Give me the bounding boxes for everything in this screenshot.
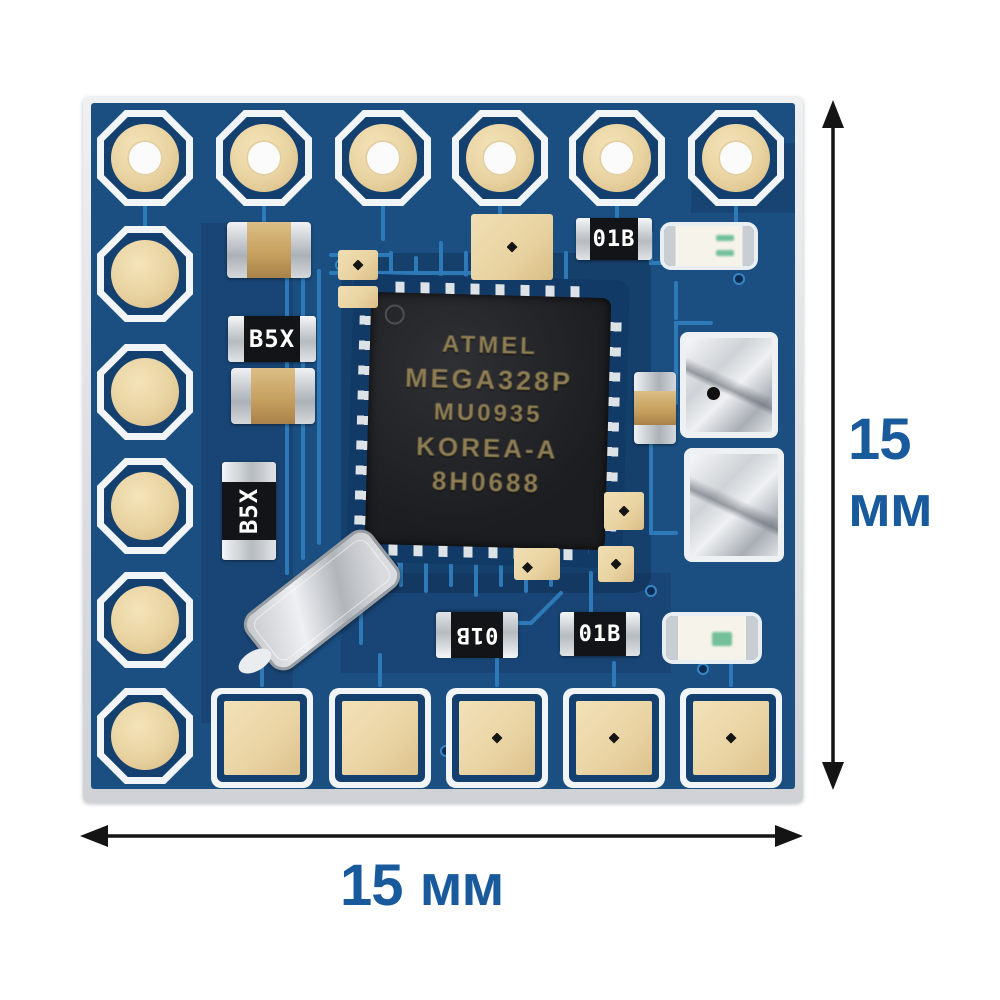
smd-pad-small [514, 548, 560, 580]
smd-pad-square [211, 688, 313, 788]
dimension-label-width: 15 мм [340, 853, 504, 918]
smd-pad-square [329, 688, 431, 788]
resistor-marking: 01B [574, 612, 626, 656]
cap-body [247, 222, 291, 278]
pad-dot [506, 241, 518, 253]
cap-terminal [634, 425, 676, 444]
smd-capacitor [227, 222, 311, 278]
pin1-marker-icon [384, 304, 406, 325]
chip-body: ATMEL MEGA328P MU0935 KOREA-A 8H0688 [364, 291, 612, 551]
cap-terminal [290, 222, 311, 278]
through-hole-pad [688, 110, 784, 206]
chip-date-code: 8H0688 [431, 465, 542, 499]
through-hole-pad [216, 110, 312, 206]
resistor-marking: 01B [450, 612, 504, 658]
solder-pad-round [97, 572, 193, 668]
led-mark [712, 632, 732, 646]
pad-dot [725, 732, 737, 744]
smd-led [664, 226, 754, 266]
smd-pad-square [680, 688, 782, 788]
smd-resistor: 01B [560, 612, 640, 656]
pad-dot [352, 259, 364, 271]
smd-led [666, 616, 758, 660]
resistor-terminal [436, 612, 451, 658]
smd-resistor: 01B [436, 612, 518, 658]
pad-dot [522, 562, 533, 573]
pad-dot [608, 732, 620, 744]
cap-terminal [227, 222, 248, 278]
arrowhead-left-icon [80, 825, 108, 847]
smd-pad-small [598, 546, 634, 582]
pad-dot [610, 558, 622, 570]
mcu-chip: ATMEL MEGA328P MU0935 KOREA-A 8H0688 [346, 273, 630, 569]
pad-hole [127, 140, 163, 176]
resistor-terminal [576, 218, 590, 260]
resistor-terminal [228, 316, 244, 362]
smd-pad-square [446, 688, 548, 788]
smd-pad-small [338, 286, 378, 308]
dimension-label-height: 15 мм [848, 407, 933, 539]
smd-resistor: B5X [228, 316, 316, 362]
cap-body [251, 368, 295, 424]
resistor-terminal [300, 316, 316, 362]
pad-hole [246, 140, 282, 176]
pad-dot [491, 732, 503, 744]
solder-pad-round [97, 226, 193, 322]
led-mark [716, 250, 734, 256]
through-hole-pad [452, 110, 548, 206]
solder-pad-round [97, 344, 193, 440]
smd-pad-small [471, 214, 553, 280]
smd-pad-small [338, 250, 378, 280]
resistor-terminal [625, 612, 640, 656]
through-hole-pad [335, 110, 431, 206]
pad-hole [365, 140, 401, 176]
tinned-pad [680, 332, 778, 438]
smd-resistor: B5X [222, 462, 276, 560]
solder-pad-round [97, 688, 193, 784]
cap-body [634, 390, 676, 426]
resistor-marking: B5X [222, 481, 276, 541]
cap-terminal [294, 368, 315, 424]
resistor-terminal [222, 462, 276, 482]
resistor-terminal [222, 540, 276, 560]
resistor-terminal [560, 612, 575, 656]
pcb-surface: ATMEL MEGA328P MU0935 KOREA-A 8H0688 B5X… [91, 103, 795, 789]
through-hole-pad [97, 110, 193, 206]
smd-resistor: 01B [576, 218, 652, 260]
arrowhead-up-icon [822, 100, 844, 128]
arrowhead-right-icon [775, 825, 803, 847]
pcb-board: ATMEL MEGA328P MU0935 KOREA-A 8H0688 B5X… [83, 97, 803, 803]
led-mark [716, 235, 734, 241]
arrowhead-down-icon [822, 762, 844, 790]
solder-void [706, 386, 720, 400]
resistor-terminal [503, 612, 518, 658]
tinned-pad [684, 448, 784, 562]
through-hole-pad [569, 110, 665, 206]
smd-pad-square [563, 688, 665, 788]
smd-capacitor [634, 372, 676, 444]
smd-capacitor [231, 368, 315, 424]
cap-terminal [231, 368, 252, 424]
resistor-marking: 01B [589, 218, 639, 260]
pad-hole [718, 140, 754, 176]
pad-hole [482, 140, 518, 176]
resistor-terminal [638, 218, 652, 260]
pad-dot [618, 505, 630, 517]
pad-hole [599, 140, 635, 176]
resistor-marking: B5X [243, 316, 301, 362]
solder-pad-round [97, 458, 193, 554]
smd-pad-small [604, 492, 644, 530]
cap-terminal [634, 372, 676, 391]
